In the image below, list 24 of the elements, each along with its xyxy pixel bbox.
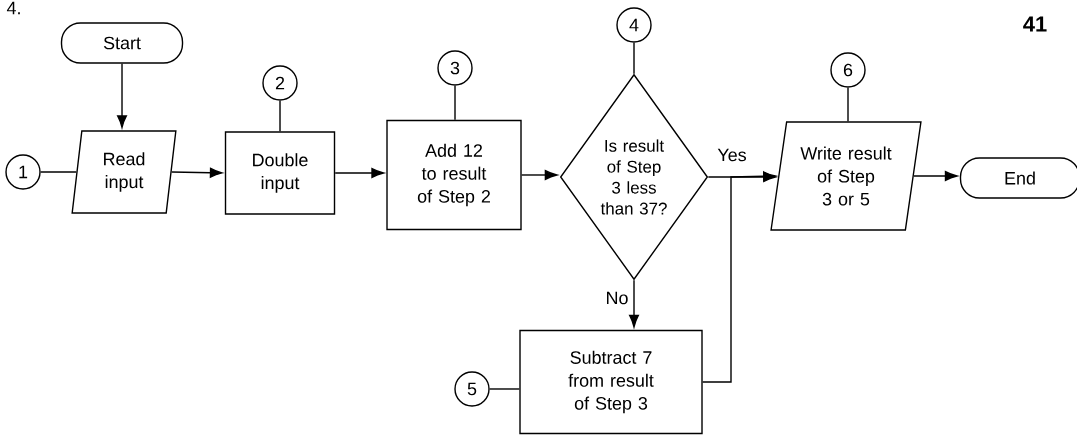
leader-line (40, 171, 77, 173)
figure-number: 4. (6, 1, 20, 15)
leader-line (454, 85, 456, 121)
edge-label: Yes (716, 147, 748, 163)
arrow (629, 279, 639, 328)
page-number: 41 (1023, 16, 1047, 32)
arrow (171, 167, 223, 178)
arrow (913, 171, 958, 181)
process-box: Double input (224, 131, 336, 215)
input-parallelogram: Read input (71, 130, 177, 214)
leader-line (633, 42, 635, 75)
process-box: Subtract 7 from result of Step 3 (519, 329, 703, 435)
terminal-box: End (959, 157, 1077, 199)
process-box: Add 12 to result of Step 2 (386, 119, 522, 231)
terminal-box: Start (60, 22, 184, 64)
arrow (334, 168, 385, 178)
arrow (521, 170, 558, 180)
leader-line (847, 87, 849, 122)
output-parallelogram: Write result of Step 3 or 5 (770, 121, 922, 231)
leader-line (489, 388, 520, 390)
arrow (702, 171, 776, 383)
leader-line (279, 100, 281, 132)
arrow (117, 63, 127, 129)
edge-label: No (604, 290, 630, 306)
